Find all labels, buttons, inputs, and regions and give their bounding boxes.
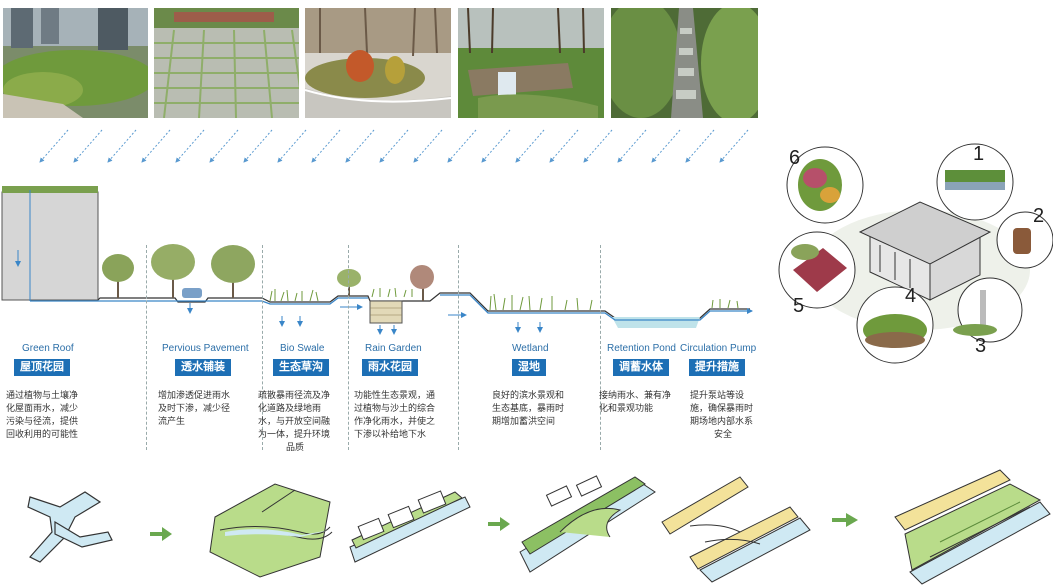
transition-arrow-icon: [150, 527, 172, 541]
section-en-label: Retention Pond: [607, 343, 676, 354]
rain-arrow: [515, 129, 545, 163]
rain-arrows: [39, 129, 749, 163]
callout-number: 4: [905, 285, 916, 307]
rain-arrow: [243, 129, 273, 163]
rain-arrow: [651, 129, 681, 163]
ground-profile: [97, 292, 750, 319]
section-cn-label: 生态草沟: [273, 359, 329, 376]
rain-arrow: [209, 129, 239, 163]
wetland-channel-photo: [611, 8, 758, 118]
rain-arrow: [447, 129, 477, 163]
callout-number: 6: [789, 147, 800, 169]
section-en-label: Green Roof: [22, 343, 74, 354]
rain-arrow: [345, 129, 375, 163]
section-en-label: Circulation Pump: [680, 343, 757, 354]
section-cn-label: 提升措施: [689, 359, 745, 376]
section-en-label: Pervious Pavement: [162, 343, 249, 354]
pervious-pavement-photo: [154, 8, 299, 118]
callout-circle-6: [786, 146, 864, 224]
callout-circle-1: [936, 143, 1014, 221]
section-en-label: Wetland: [512, 343, 549, 354]
callout-number: 1: [973, 143, 984, 165]
section-description: 提升泵站等设施，确保暴雨时期场地内部水系安全: [690, 390, 754, 439]
car-icon: [182, 288, 202, 298]
transformation-sketches: [27, 469, 1051, 585]
rain-arrow: [617, 129, 647, 163]
section-divider: [262, 245, 263, 450]
section-description: 疏散暴雨径流及净化道路及绿地雨水，与开放空间融为一体，提升环境品质: [258, 390, 331, 452]
section-en-label: Bio Swale: [280, 343, 325, 354]
rain-arrow: [481, 129, 511, 163]
rain-arrow: [73, 129, 103, 163]
rain-arrow: [141, 129, 171, 163]
section-cn-label: 屋顶花园: [14, 359, 70, 376]
green-roof-layer: [2, 186, 98, 193]
callout-circle-3: [953, 277, 1023, 343]
sketch-riverfront-buildings: [349, 490, 471, 563]
section-divider: [600, 245, 601, 450]
section-cn-label: 雨水花园: [362, 359, 418, 376]
section-description: 通过植物与土壤净化屋面雨水，减少污染与径流，提供回收利用的可能性: [6, 390, 79, 439]
section-description: 良好的滨水景观和生态基底，暴雨时期增加蓄洪空间: [492, 390, 565, 426]
rain-arrow: [107, 129, 137, 163]
soil-filter-block: [369, 300, 403, 324]
house-stormwater-illustration: 1 2 3 4 5 6: [778, 143, 1053, 364]
transition-arrow-icon: [488, 517, 510, 531]
rain-arrow: [175, 129, 205, 163]
section-divider: [348, 245, 349, 450]
green-roof-photo: [3, 8, 148, 118]
swale-grasses: [269, 287, 739, 311]
rain-arrow: [39, 129, 69, 163]
flow-arrows: [187, 303, 753, 335]
rain-garden-photo: [458, 8, 604, 118]
sketch-green-blocks: [209, 483, 333, 578]
rain-arrow: [311, 129, 341, 163]
callout-circle-4: [856, 286, 934, 364]
section-en-label: Rain Garden: [365, 343, 422, 354]
callout-number: 5: [793, 295, 804, 317]
rain-arrow: [277, 129, 307, 163]
sketch-green-corridor: [894, 469, 1051, 585]
section-cn-label: 湿地: [512, 359, 546, 376]
rain-arrow: [719, 129, 749, 163]
sketch-road-channel: [661, 476, 811, 583]
bio-swale-photo: [305, 8, 451, 118]
house-drawing: [858, 201, 992, 301]
section-divider: [458, 245, 459, 450]
section-cn-label: 调蓄水体: [613, 359, 669, 376]
water-flow-line: [30, 294, 752, 321]
stormwater-cross-section: [1, 186, 753, 335]
sketch-river-network: [27, 491, 113, 563]
callout-number: 3: [975, 335, 986, 357]
rain-arrow: [549, 129, 579, 163]
building-block: [1, 191, 99, 301]
rain-arrow: [379, 129, 409, 163]
section-description: 增加渗透促进雨水及时下渗，减少径流产生: [158, 390, 231, 426]
rain-arrow: [685, 129, 715, 163]
section-description: 功能性生态景观，通过植物与沙土的综合作净化雨水，并使之下渗以补给地下水: [354, 390, 436, 439]
sketch-green-riverfront: [519, 475, 656, 573]
retention-pond-water: [612, 317, 700, 328]
callout-number: 2: [1033, 205, 1044, 227]
callout-circle-5: [778, 231, 856, 309]
callout-circle-2: [996, 211, 1053, 269]
section-description: 接纳雨水、兼有净化和景观功能: [599, 390, 672, 413]
rain-arrow: [583, 129, 613, 163]
transition-arrow-icon: [832, 513, 858, 527]
section-divider: [146, 245, 147, 450]
street-trees: [102, 244, 434, 301]
section-cn-label: 透水铺装: [175, 359, 231, 376]
rain-arrow: [413, 129, 443, 163]
